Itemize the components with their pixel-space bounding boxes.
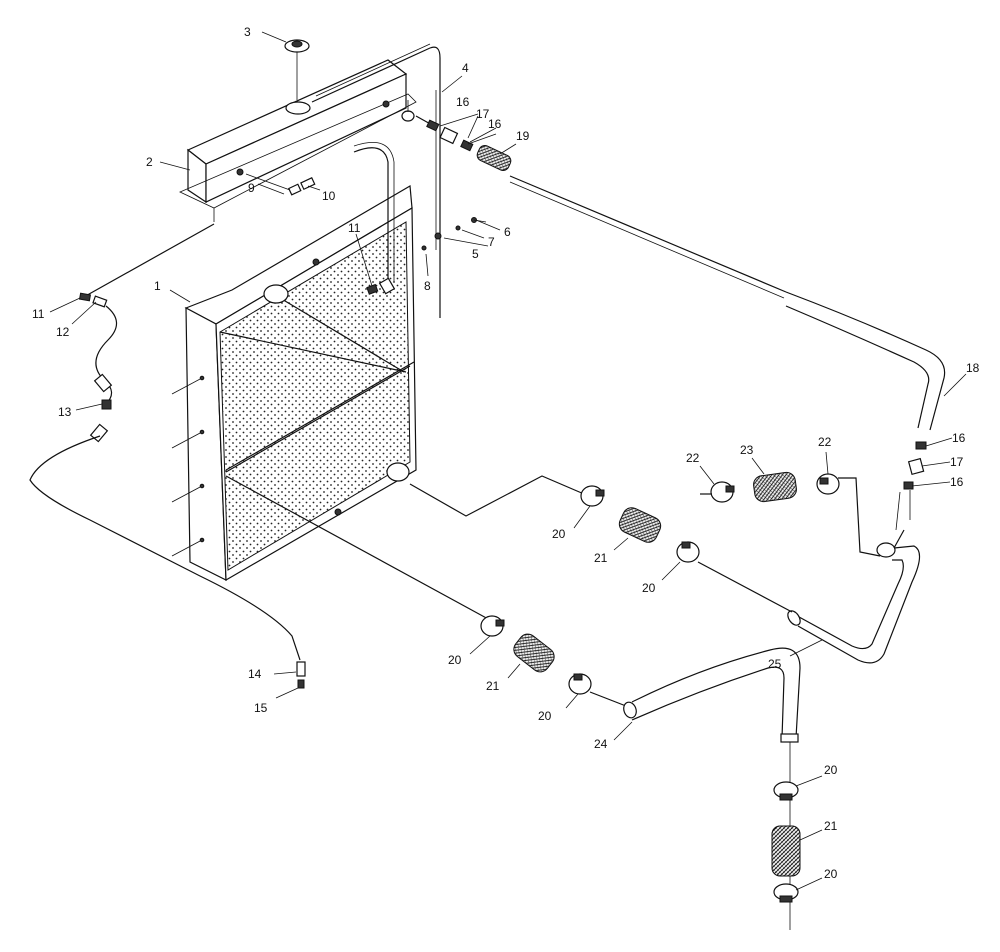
middle-hose-assembly [409,475,793,613]
side-hose-assembly [700,471,881,557]
connector-tube [353,147,389,282]
callout-9: 9 [248,181,255,195]
callout-21a: 21 [594,551,608,565]
bracket-clip [421,217,487,251]
callout-16b: 16 [488,117,502,131]
callout-17b: 17 [950,455,964,469]
expansion-tank [179,59,417,222]
callout-3: 3 [244,25,251,39]
callout-15: 15 [254,701,268,715]
drain-line [29,223,306,689]
radiator [171,185,417,582]
callout-labels: 3 2 1 4 16 17 16 19 6 7 5 8 9 10 11 11 1… [32,25,980,881]
callout-22a: 22 [686,451,700,465]
callout-10: 10 [322,189,336,203]
callout-21c: 21 [824,819,838,833]
callout-11a: 11 [348,221,361,235]
callout-4: 4 [462,61,469,75]
overflow-pipe [311,46,441,318]
callout-16c: 16 [952,431,966,445]
callout-11b: 11 [32,307,45,321]
lower-outlet-pipe [386,462,410,482]
callout-8: 8 [424,279,431,293]
callout-16d: 16 [950,475,964,489]
callout-6: 6 [504,225,511,239]
upper-inlet-pipe [263,284,289,304]
callout-20c: 20 [448,653,462,667]
callout-7: 7 [488,235,495,249]
callout-14: 14 [248,667,262,681]
tank-fittings [245,173,316,196]
callout-20d: 20 [538,709,552,723]
callout-18: 18 [966,361,980,375]
callout-19: 19 [516,129,530,143]
upper-hose-assembly [415,115,946,431]
callout-24: 24 [594,737,608,751]
callout-20a: 20 [552,527,566,541]
callout-12: 12 [56,325,70,339]
callout-2: 2 [146,155,153,169]
callout-22b: 22 [818,435,832,449]
right-fittings [895,441,927,531]
bottom-hose-assembly [771,742,801,930]
filler-cap [284,39,310,100]
leader-lines [49,31,967,891]
callout-5: 5 [472,247,479,261]
elbow-pipe-25 [787,529,921,664]
callout-16a: 16 [456,95,470,109]
lower-hose-assembly [225,475,801,743]
callout-1: 1 [154,279,161,293]
callout-17a: 17 [476,107,490,121]
callout-13: 13 [58,405,72,419]
callout-23: 23 [740,443,754,457]
callout-25: 25 [768,657,782,671]
callout-20e: 20 [824,763,838,777]
callout-20b: 20 [642,581,656,595]
callout-20f: 20 [824,867,838,881]
callout-21b: 21 [486,679,500,693]
